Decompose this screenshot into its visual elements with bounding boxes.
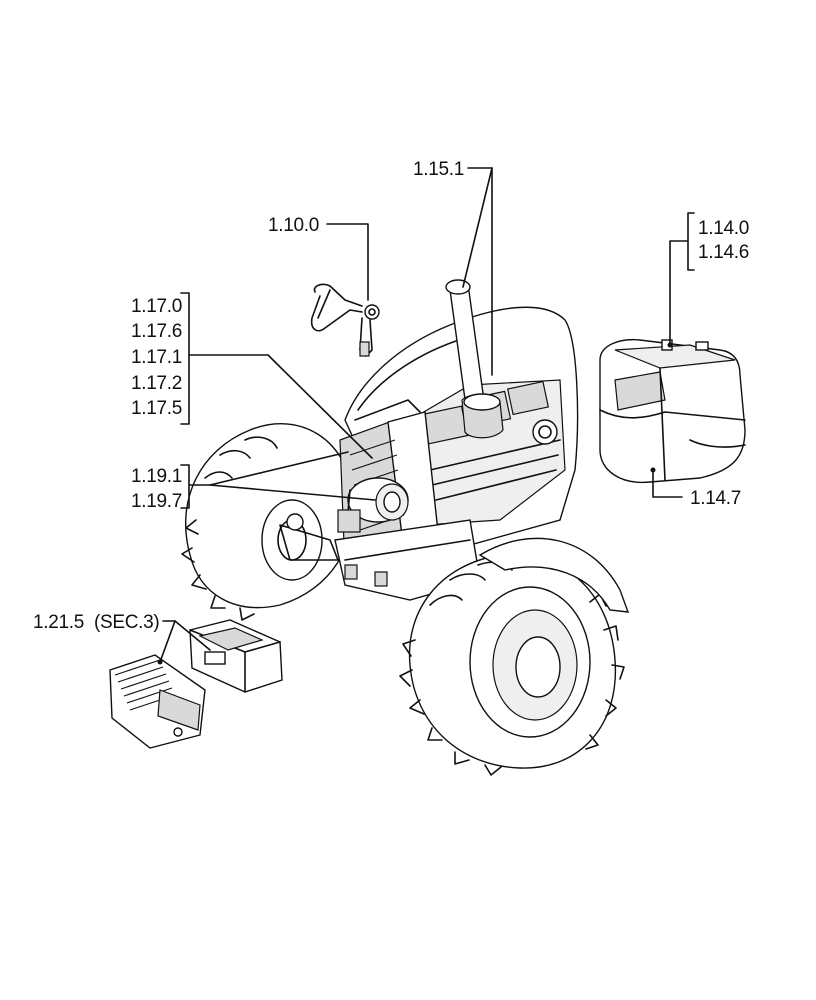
fan bbox=[347, 477, 409, 523]
callout-air-intake: 1.10.0 bbox=[268, 215, 319, 236]
air-intake-pipe-icon bbox=[310, 283, 380, 357]
callout-exhaust: 1.15.1 bbox=[413, 159, 464, 180]
tractor-illustration bbox=[181, 279, 630, 776]
rear-left-wheel bbox=[181, 423, 354, 621]
callout-radiator-3: 1.17.1 bbox=[131, 347, 182, 368]
fuel-tank-icon bbox=[599, 338, 746, 484]
ballast-weights-icon bbox=[109, 619, 283, 749]
leader-lines bbox=[159, 167, 695, 663]
callout-fuel-tank-2: 1.14.6 bbox=[698, 242, 749, 263]
callout-fan-2: 1.19.7 bbox=[131, 491, 182, 512]
callout-fuel-tank-3: 1.14.7 bbox=[690, 488, 741, 509]
callout-radiator-4: 1.17.2 bbox=[131, 373, 182, 394]
front-right-wheel bbox=[399, 537, 630, 776]
callout-radiator-5: 1.17.5 bbox=[131, 398, 182, 419]
callout-fan-1: 1.19.1 bbox=[131, 466, 182, 487]
callout-fuel-tank-1: 1.14.0 bbox=[698, 218, 749, 239]
callout-ballast: 1.21.5 (SEC.3) bbox=[33, 612, 159, 633]
callout-radiator-1: 1.17.0 bbox=[131, 296, 182, 317]
callout-radiator-2: 1.17.6 bbox=[131, 321, 182, 342]
exhaust-pipe bbox=[445, 279, 504, 439]
callout-labels: 1.15.1 1.10.0 1.14.0 1.14.6 1.14.7 1.17.… bbox=[33, 159, 749, 633]
